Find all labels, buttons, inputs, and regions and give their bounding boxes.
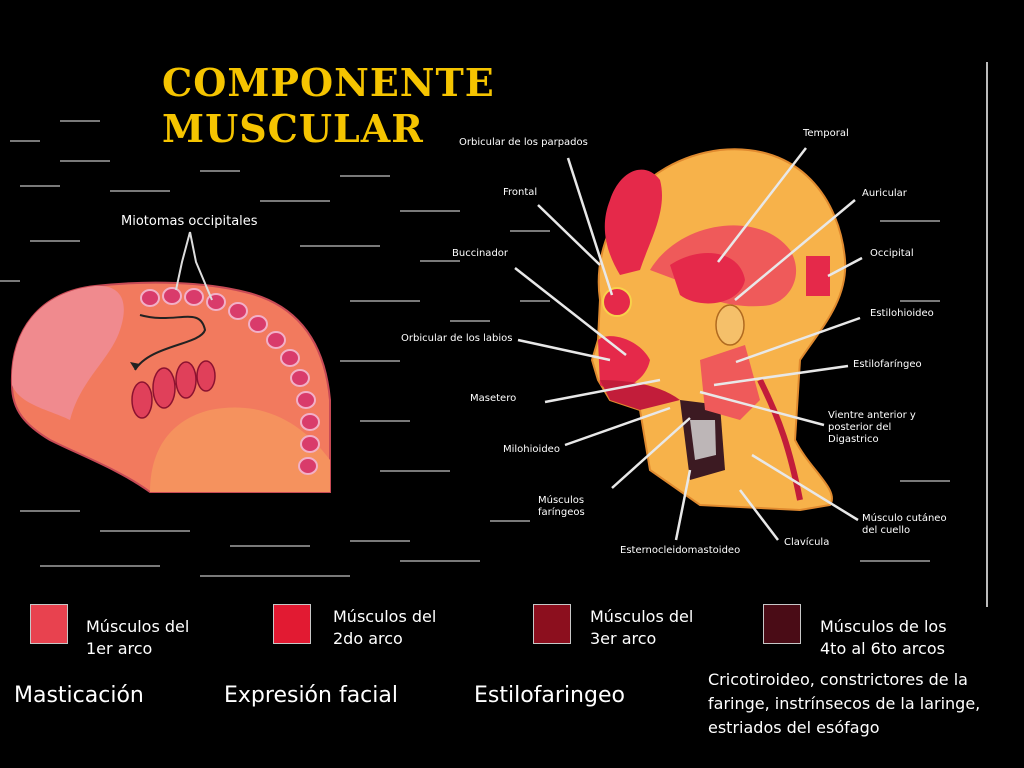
embryo-illustration (10, 231, 331, 493)
label-digastrico: Vientre anterior y posterior del Digastr… (828, 410, 916, 446)
label-occipital: Occipital (870, 248, 914, 259)
background-speckles (0, 120, 950, 577)
head-illustration (590, 148, 847, 512)
legend-swatch-arco-1 (30, 604, 68, 644)
legend-3-line-1: Músculos del (590, 607, 694, 626)
label-faringeos-line-2: faríngeos (538, 507, 585, 518)
title-line-1: COMPONENTE (162, 60, 495, 105)
label-temporal: Temporal (803, 128, 849, 139)
legend-label-arco-2: Músculos del 2do arco (333, 606, 436, 650)
legend-label-arco-1: Músculos del 1er arco (86, 616, 189, 660)
label-faringeos-line-1: Músculos (538, 495, 585, 506)
label-clavicula: Clavícula (784, 537, 830, 548)
function-arcos-4-6: Cricotiroideo, constrictores de la farin… (708, 670, 981, 737)
label-auricular: Auricular (862, 188, 907, 199)
legend-2-line-2: 2do arco (333, 629, 403, 648)
legend-label-arco-3: Músculos del 3er arco (590, 606, 693, 650)
legend-4-line-2: 4to al 6to arcos (820, 639, 945, 658)
label-estilofaringeo: Estilofaríngeo (853, 359, 922, 370)
label-cutaneo-line-2: del cuello (862, 525, 911, 536)
label-esternocleidomastoideo: Esternocleidomastoideo (620, 545, 741, 556)
label-buccinador: Buccinador (452, 248, 509, 259)
legend-3-line-2: 3er arco (590, 629, 657, 648)
page-title: COMPONENTE MUSCULAR (162, 60, 495, 152)
function-masticacion: Masticación (14, 683, 144, 708)
label-musculo-cutaneo: Músculo cutáneo del cuello (862, 513, 947, 537)
label-musculos-faringeos: Músculos faríngeos (538, 495, 585, 519)
label-orbicular-labios: Orbicular de los labios (401, 333, 513, 344)
legend-swatch-arco-3 (533, 604, 571, 644)
label-orbicular-parpados: Orbicular de los parpados (459, 137, 588, 148)
pointer-lines (514, 147, 863, 541)
label-masetero: Masetero (470, 393, 517, 404)
legend-label-arcos-4-6: Músculos de los 4to al 6to arcos (820, 616, 947, 660)
label-cutaneo-line-1: Músculo cutáneo (862, 513, 947, 524)
legend-4-line-1: Músculos de los (820, 617, 947, 636)
legend-swatch-arcos-4-6 (763, 604, 801, 644)
label-frontal: Frontal (503, 187, 538, 198)
function-expresion-facial: Expresión facial (224, 683, 398, 708)
label-digastrico-line-2: posterior del (828, 422, 892, 433)
legend-swatch-arco-2 (273, 604, 311, 644)
label-milohioideo: Milohioideo (503, 444, 560, 455)
label-miotomas: Miotomas occipitales (121, 214, 258, 229)
label-digastrico-line-3: Digastrico (828, 434, 879, 445)
legend-1-line-1: Músculos del (86, 617, 190, 636)
legend-2-line-1: Músculos del (333, 607, 437, 626)
function-estilofaringeo: Estilofaringeo (474, 683, 625, 708)
label-digastrico-line-1: Vientre anterior y (828, 410, 916, 421)
right-divider (986, 62, 988, 607)
label-estilohioideo: Estilohioideo (870, 308, 934, 319)
title-line-2: MUSCULAR (162, 106, 424, 151)
legend-1-line-2: 1er arco (86, 639, 153, 658)
